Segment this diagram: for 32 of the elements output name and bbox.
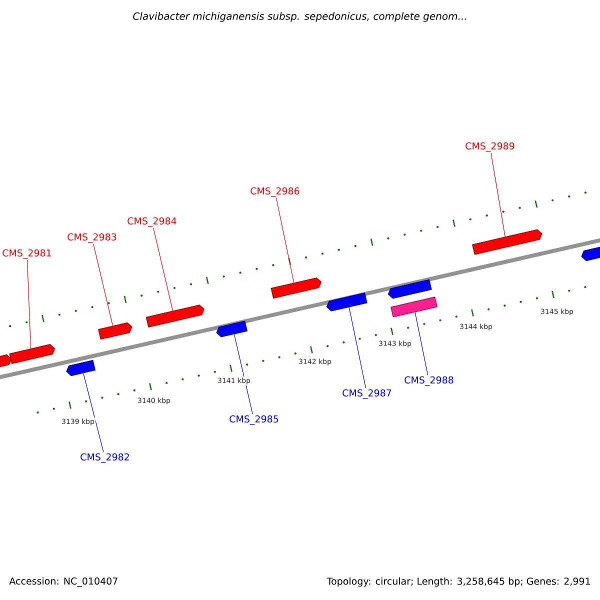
gene-block [388, 279, 432, 299]
leader-line [234, 334, 253, 414]
gene-label: CMS_2989 [466, 142, 514, 152]
leader-line [348, 307, 366, 388]
leader-line [276, 198, 294, 284]
gene-block [0, 354, 12, 370]
leader-line [83, 372, 104, 452]
title: Clavibacter michiganensis subsp. sepedonicus, complete genom... [133, 12, 466, 22]
gene-label: CMS_2986 [250, 187, 300, 197]
gene-label: CMS_2981 [2, 249, 52, 259]
info-text: Accession: NC_010407 [9, 577, 118, 587]
leader-line [490, 152, 506, 237]
leader-line [414, 312, 428, 376]
leader-line [153, 228, 174, 312]
gene-block [326, 292, 368, 312]
gene-label: CMS_2985 [230, 415, 278, 425]
info-text: Topology: circular; Length: 3,258,645 bp; Genes: 2,991 [326, 577, 590, 587]
gene-label: CMS_2984 [128, 217, 176, 227]
gene-block [270, 277, 322, 299]
leader-line [93, 244, 114, 326]
gene-block [9, 344, 56, 364]
gene-block [66, 360, 96, 376]
gene-block [98, 322, 132, 340]
gene-block [216, 320, 248, 338]
gene-block [146, 304, 204, 328]
gene-block [581, 244, 600, 262]
gene-label: CMS_2983 [68, 233, 116, 243]
gene-block [472, 229, 542, 255]
leader-line [26, 260, 32, 349]
gene-label: CMS_2987 [342, 389, 392, 399]
gene-label: CMS_2982 [80, 453, 129, 463]
gene-label: CMS_2988 [404, 376, 454, 386]
